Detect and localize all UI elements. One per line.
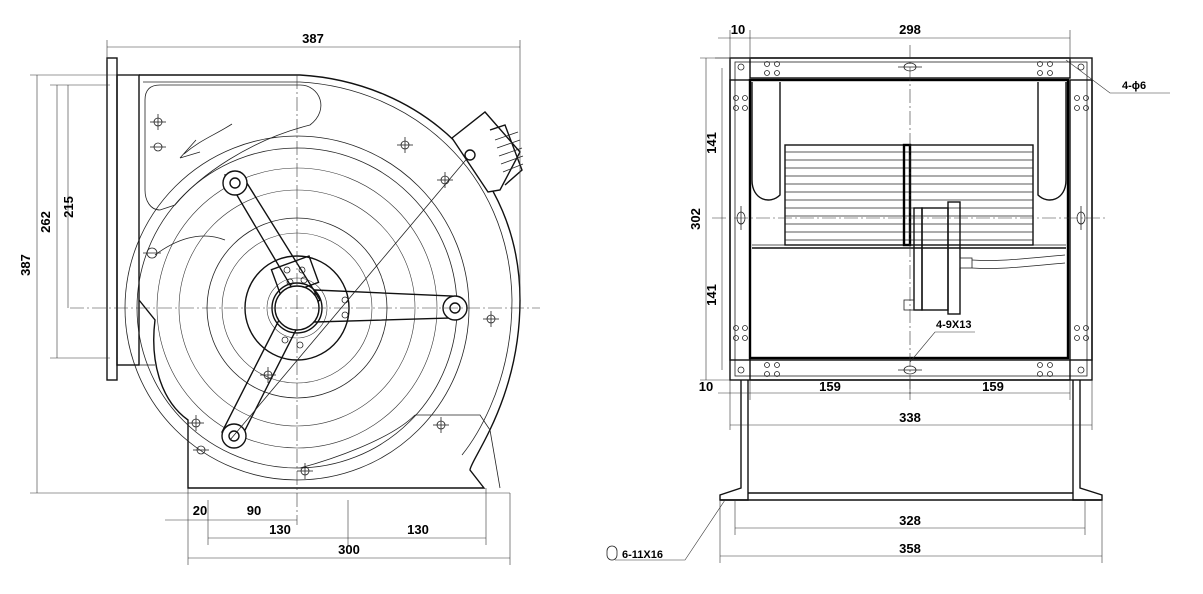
mount-holes-left — [143, 114, 499, 479]
dim-flange-10-bottom: 10 — [699, 379, 713, 394]
dim-inlet-height: 262 — [38, 211, 53, 233]
dim-half-159-right: 159 — [982, 379, 1004, 394]
inlet-duct — [116, 74, 140, 366]
dim-half-141-top: 141 — [704, 132, 719, 154]
right-view-front: 10 298 302 141 141 10 159 159 338 328 35… — [606, 22, 1170, 563]
dim-overall-width: 387 — [302, 31, 324, 46]
dim-base-300: 300 — [338, 542, 360, 557]
motor — [903, 201, 1066, 315]
dim-half-141-bottom: 141 — [704, 284, 719, 306]
leader-6-11x16 — [615, 499, 726, 561]
left-dim-lines — [30, 40, 521, 565]
dim-width-338: 338 — [899, 410, 921, 425]
outlet-opening — [748, 78, 1070, 360]
dim-outlet-height: 215 — [61, 196, 76, 218]
dim-half-159-left: 159 — [819, 379, 841, 394]
impeller-blades — [784, 143, 1034, 247]
slot-symbol — [606, 545, 618, 561]
dim-spacing-130-a: 130 — [269, 522, 291, 537]
mounting-feet — [719, 380, 1103, 501]
leader-4-9x13 — [909, 331, 975, 363]
note-4-phi6: 4-ϕ6 — [1122, 80, 1146, 92]
dim-foot-328: 328 — [899, 513, 921, 528]
terminal-box — [451, 111, 524, 193]
dim-foot-358: 358 — [899, 541, 921, 556]
dim-offset-90: 90 — [247, 503, 261, 518]
scroll-housing — [138, 74, 521, 489]
dim-width-298: 298 — [899, 22, 921, 37]
note-4-9x13: 4-9X13 — [936, 319, 971, 331]
dim-height-302: 302 — [688, 208, 703, 230]
airflow-arrow — [179, 123, 233, 159]
dim-spacing-130-b: 130 — [407, 522, 429, 537]
right-dim-lines — [700, 30, 1103, 563]
leader-4-phi6 — [1065, 59, 1170, 94]
dim-offset-20: 20 — [193, 503, 207, 518]
note-6-11x16: 6-11X16 — [622, 549, 663, 561]
dim-overall-height: 387 — [18, 254, 33, 276]
dim-flange-10-top: 10 — [731, 22, 745, 37]
left-view-fan-side: 387 387 262 215 20 90 130 130 300 — [18, 31, 540, 565]
inlet-flange — [106, 57, 118, 381]
